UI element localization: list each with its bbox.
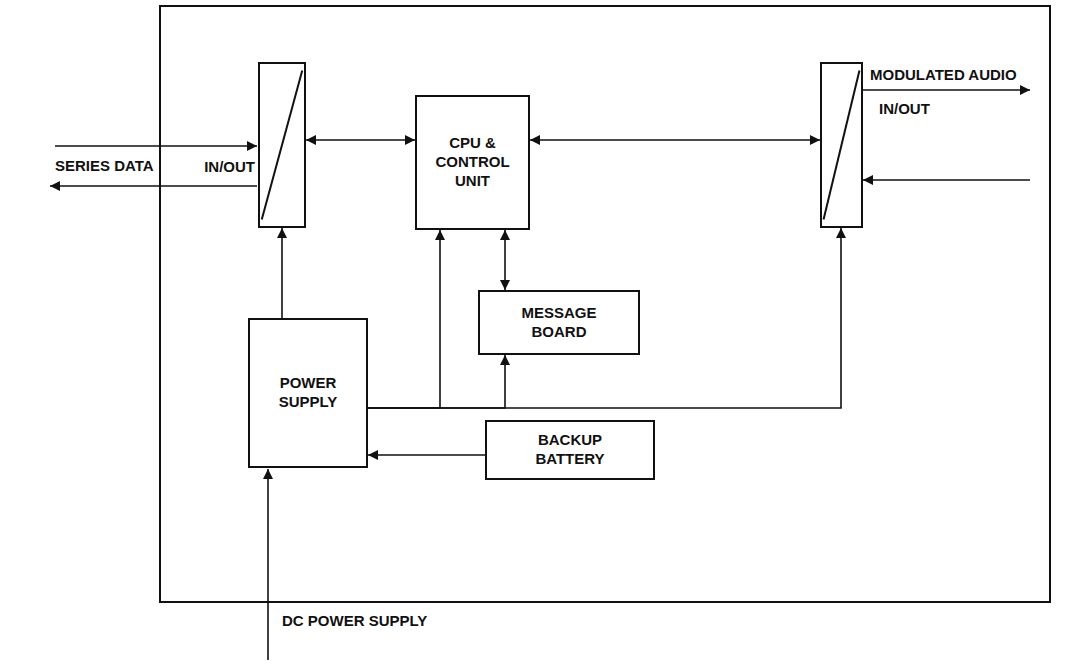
port-label: IN/OUT	[877, 100, 932, 119]
input-wire	[863, 179, 1030, 181]
signal-name: MODULATED AUDIO	[868, 66, 1019, 84]
signal-name: DC POWER SUPPLY	[280, 612, 429, 630]
message-board-box: MESSAGE BOARD	[478, 290, 640, 355]
connector	[504, 230, 506, 290]
power-input-wire	[267, 469, 269, 660]
connector	[306, 139, 415, 141]
output-wire	[50, 185, 257, 187]
port-label: IN/OUT	[202, 158, 257, 177]
power-supply-box: POWER SUPPLY	[248, 318, 368, 468]
converter-symbol	[822, 64, 861, 226]
converter-symbol	[260, 64, 304, 226]
interface-converter: IN/OUT	[258, 62, 306, 228]
box-label: MESSAGE BOARD	[499, 304, 619, 342]
input-wire	[55, 145, 257, 147]
housing-outline	[160, 6, 1050, 602]
cpu-box: CPU & CONTROL UNIT	[415, 95, 530, 230]
connector	[368, 230, 440, 408]
box-label: CPU & CONTROL UNIT	[425, 134, 520, 190]
connector	[368, 228, 841, 408]
connector	[368, 355, 505, 408]
box-label: POWER SUPPLY	[258, 374, 358, 412]
connector	[368, 454, 485, 456]
modem-converter: IN/OUT	[820, 62, 863, 228]
box-label: BACKUP BATTERY	[510, 431, 630, 469]
battery-box: BACKUP BATTERY	[485, 420, 655, 480]
output-wire	[862, 89, 1030, 91]
signal-name: SERIES DATA	[53, 157, 156, 175]
connector	[530, 139, 820, 141]
connector	[281, 228, 283, 318]
